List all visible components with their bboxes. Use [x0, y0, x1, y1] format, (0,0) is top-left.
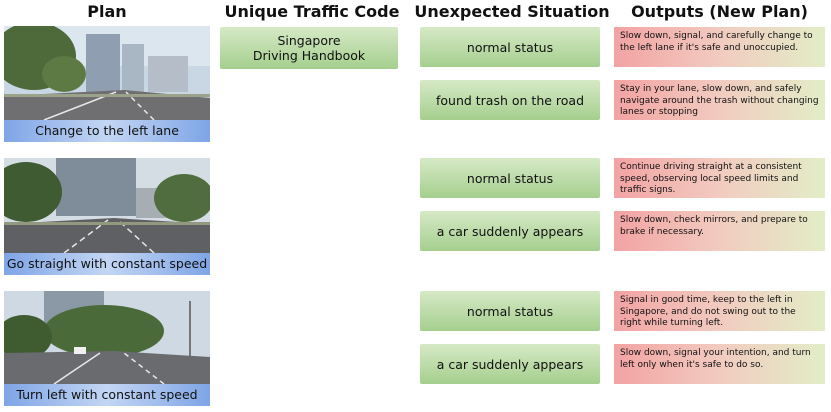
plan-label: Go straight with constant speed	[4, 253, 210, 275]
situation-box: a car suddenly appears	[420, 211, 600, 251]
plan-photo-2	[4, 158, 210, 253]
traffic-code-line1: Singapore	[277, 33, 341, 48]
situation-box: normal status	[420, 27, 600, 67]
header-traffic-code: Unique Traffic Code	[224, 2, 400, 21]
output-box: Slow down, check mirrors, and prepare to…	[614, 211, 825, 251]
traffic-code-box: Singapore Driving Handbook	[220, 27, 398, 69]
traffic-code-line2: Driving Handbook	[252, 48, 366, 63]
output-box: Slow down, signal your intention, and tu…	[614, 344, 825, 384]
output-box: Continue driving straight at a consisten…	[614, 158, 825, 198]
output-box: Slow down, signal, and carefully change …	[614, 27, 825, 67]
situation-box: normal status	[420, 291, 600, 331]
situation-box: normal status	[420, 158, 600, 198]
output-box: Stay in your lane, slow down, and safely…	[614, 80, 825, 120]
header-outputs: Outputs (New Plan)	[631, 2, 808, 21]
situation-box: found trash on the road	[420, 80, 600, 120]
plan-photo-1	[4, 26, 210, 120]
header-situation: Unexpected Situation	[414, 2, 610, 21]
output-box: Signal in good time, keep to the left in…	[614, 291, 825, 331]
header-plan: Plan	[87, 2, 127, 21]
plan-photo-3	[4, 291, 210, 384]
situation-box: a car suddenly appears	[420, 344, 600, 384]
plan-label: Turn left with constant speed	[4, 384, 210, 406]
plan-label: Change to the left lane	[4, 120, 210, 142]
